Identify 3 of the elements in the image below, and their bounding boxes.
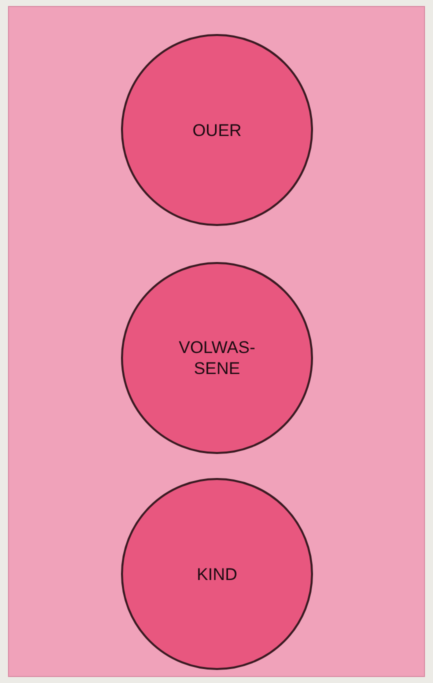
node-label: KIND xyxy=(196,564,238,584)
node-label: VOLWAS- SENE xyxy=(178,337,256,379)
node-label: OUER xyxy=(191,120,243,140)
